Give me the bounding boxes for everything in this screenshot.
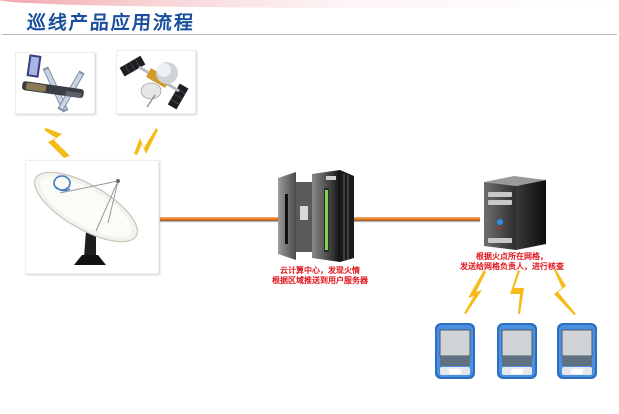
satellite-dish-icon — [33, 171, 139, 265]
satellite-image — [116, 50, 196, 114]
cloud-center-caption-line1: 云计算中心，发现火情 — [280, 266, 360, 275]
signal-bolt-icon — [554, 270, 576, 315]
satellite-dish-image — [25, 160, 159, 274]
header-decoration — [0, 0, 619, 8]
pda-icon — [557, 323, 597, 379]
user-server — [480, 172, 550, 252]
handheld-device — [556, 322, 598, 380]
signal-bolt-icon — [134, 128, 158, 155]
title-divider — [2, 34, 617, 35]
satellite-icon — [119, 55, 189, 110]
satellite-station-icon — [21, 54, 85, 113]
signal-bolt-icon — [510, 270, 524, 314]
signal-bolt-icon — [44, 128, 70, 158]
user-server-caption-line2: 发送给网格负责人，进行核查 — [460, 262, 564, 271]
connection-cable-dish-to-cloud — [160, 217, 278, 221]
tower-server-icon — [484, 176, 546, 250]
user-server-caption: 根据火点所在网格， 发送给网格负责人，进行核查 — [452, 252, 572, 272]
pda-icon — [497, 323, 537, 379]
satellite-station-image — [15, 52, 95, 114]
cloud-center-caption: 云计算中心，发现火情 根据区域推送到用户服务器 — [256, 266, 384, 286]
user-server-caption-line1: 根据火点所在网格， — [476, 252, 548, 261]
cloud-center-caption-line2: 根据区域推送到用户服务器 — [272, 276, 368, 285]
signal-bolt-icon — [464, 270, 486, 314]
connection-cable-cloud-to-server — [352, 217, 480, 221]
pda-icon — [435, 323, 475, 379]
slide-title: 巡线产品应用流程 — [26, 12, 196, 34]
cloud-computing-center — [272, 166, 358, 264]
mainframe-server-icon — [278, 170, 354, 262]
handheld-device — [434, 322, 476, 380]
handheld-device — [496, 322, 538, 380]
